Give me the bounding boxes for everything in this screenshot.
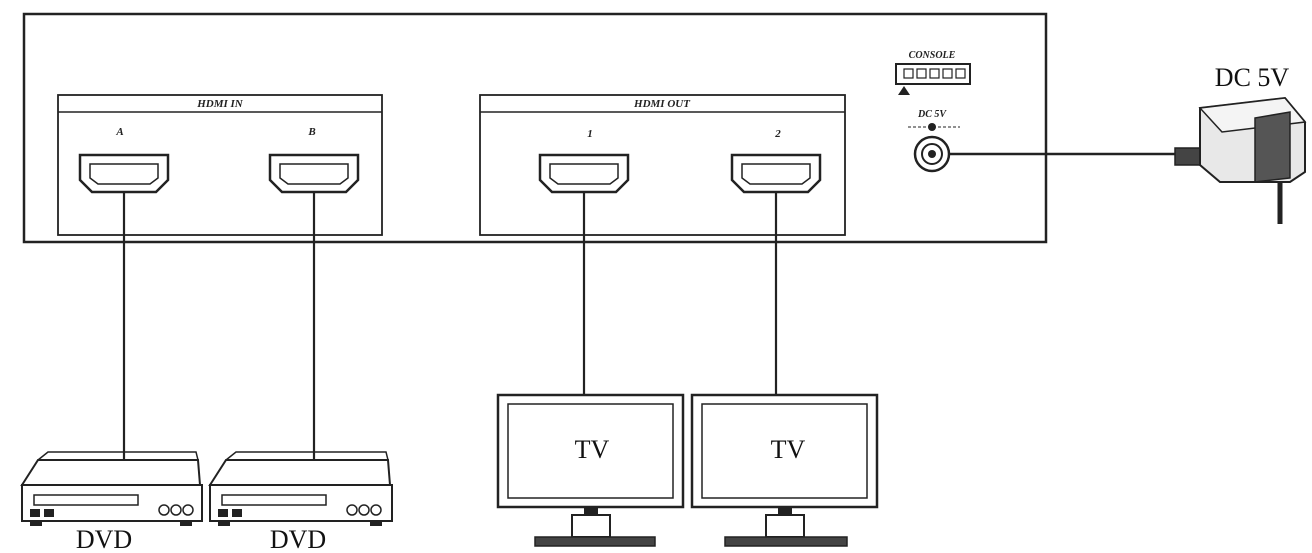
dvd-2-label: DVD	[270, 525, 326, 553]
adapter-label: DC 5V	[1215, 63, 1290, 92]
dc-power-jack: DC 5V	[908, 109, 960, 173]
hdmi-in-port-a	[78, 153, 170, 194]
hdmi-out-port-2	[730, 153, 822, 194]
hdmi-out-port-1-label: 1	[587, 128, 593, 140]
hdmi-out-label: HDMI OUT	[633, 98, 691, 110]
hdmi-matrix-device: HDMI IN A B HDMI OUT 1 2	[22, 12, 1048, 244]
hdmi-in-label: HDMI IN	[196, 98, 244, 110]
hdmi-out-port-2-label: 2	[774, 128, 781, 140]
cables	[122, 192, 778, 462]
tv-2: TV	[690, 393, 879, 547]
tv-1: TV	[496, 393, 685, 547]
dvd-1-label: DVD	[76, 525, 132, 553]
hdmi-in-panel: HDMI IN A B	[57, 94, 383, 236]
hdmi-in-port-b-label: B	[307, 126, 315, 138]
dvd-player-2: DVD	[208, 451, 393, 553]
hdmi-in-port-b	[268, 153, 360, 194]
power-adapter: DC 5V	[949, 63, 1307, 224]
console-label: CONSOLE	[909, 50, 956, 61]
hdmi-out-port-1	[538, 153, 630, 194]
dc-jack-label: DC 5V	[917, 109, 947, 120]
console-port: CONSOLE	[895, 50, 971, 95]
tv-1-label: TV	[575, 435, 610, 464]
hdmi-out-panel: HDMI OUT 1 2	[479, 94, 846, 236]
hdmi-in-port-a-label: A	[115, 126, 123, 138]
tv-2-label: TV	[771, 435, 806, 464]
dvd-player-1: DVD	[20, 451, 203, 553]
